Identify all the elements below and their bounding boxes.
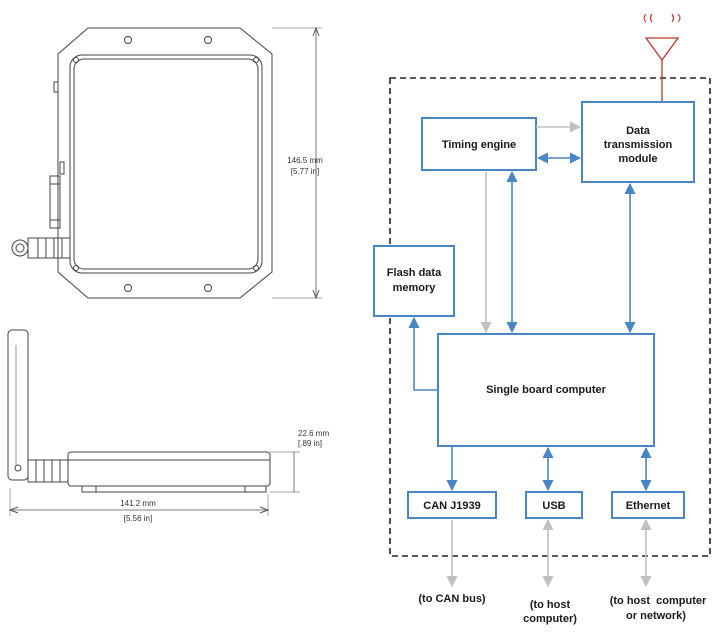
ethernet-label: Ethernet: [626, 500, 671, 512]
side-enclosure: [67, 451, 271, 487]
antenna-side: [7, 329, 29, 481]
side-connector-body: [27, 459, 69, 483]
side-height-mm: 22.6 mm: [298, 429, 329, 438]
front-panel-face: [73, 58, 259, 270]
block-single-board-computer: Single board computer: [437, 333, 655, 447]
front-inner-panel: [69, 54, 263, 274]
mount-hole: [124, 284, 132, 292]
to-host-label-line2: computer): [523, 613, 577, 625]
connectors: [408, 121, 652, 588]
can-label: CAN J1939: [423, 500, 480, 512]
system-enclosure-boundary: [389, 77, 711, 557]
block-can-j1939: CAN J1939: [407, 491, 497, 519]
data-tx-label-line1: Data: [626, 125, 651, 137]
flash-label-line1: Flash data: [387, 267, 442, 279]
sbc-label: Single board computer: [486, 384, 607, 396]
side-width-mm: 141.2 mm: [120, 499, 156, 508]
block-flash-data-memory: Flash data memory: [373, 245, 455, 317]
side-tab: [59, 161, 65, 175]
connector-body: [27, 237, 71, 259]
side-tab: [53, 81, 59, 93]
block-data-transmission-module: Data transmission module: [581, 101, 695, 183]
corner-screw: [253, 265, 259, 271]
to-host-network-label-line2: or network): [626, 610, 686, 622]
corner-screw: [73, 265, 79, 271]
front-height-mm: 146.5 mm: [287, 156, 323, 165]
corner-screw: [73, 57, 79, 63]
block-timing-engine: Timing engine: [421, 117, 537, 171]
connector-knob: [11, 239, 29, 257]
front-height-in: [5.77 in]: [291, 167, 319, 176]
side-width-in: [5.56 in]: [124, 514, 152, 523]
data-tx-label-line3: module: [618, 153, 657, 165]
to-can-bus-label: (to CAN bus): [418, 593, 486, 605]
to-host-network-label-line1: (to host computer: [610, 595, 707, 607]
usb-label: USB: [542, 500, 565, 512]
block-ethernet: Ethernet: [611, 491, 685, 519]
corner-screw: [253, 57, 259, 63]
mount-hole: [124, 36, 132, 44]
data-tx-label-line2: transmission: [604, 139, 673, 151]
mount-hole: [204, 36, 212, 44]
to-host-label-line1: (to host: [530, 599, 571, 611]
flash-label-line2: memory: [393, 282, 437, 294]
antenna-icon: [643, 13, 681, 102]
block-usb: USB: [525, 491, 583, 519]
side-connector: [49, 175, 61, 229]
side-height-in: [.89 in]: [298, 439, 322, 448]
front-view-drawing: [11, 26, 322, 300]
arrow-sbc-to-flash: [408, 316, 438, 391]
timing-engine-label: Timing engine: [442, 139, 516, 151]
side-view-drawing: [7, 329, 300, 516]
front-outer-plate: [57, 27, 273, 299]
side-base-plate: [81, 485, 267, 493]
mount-hole: [204, 284, 212, 292]
